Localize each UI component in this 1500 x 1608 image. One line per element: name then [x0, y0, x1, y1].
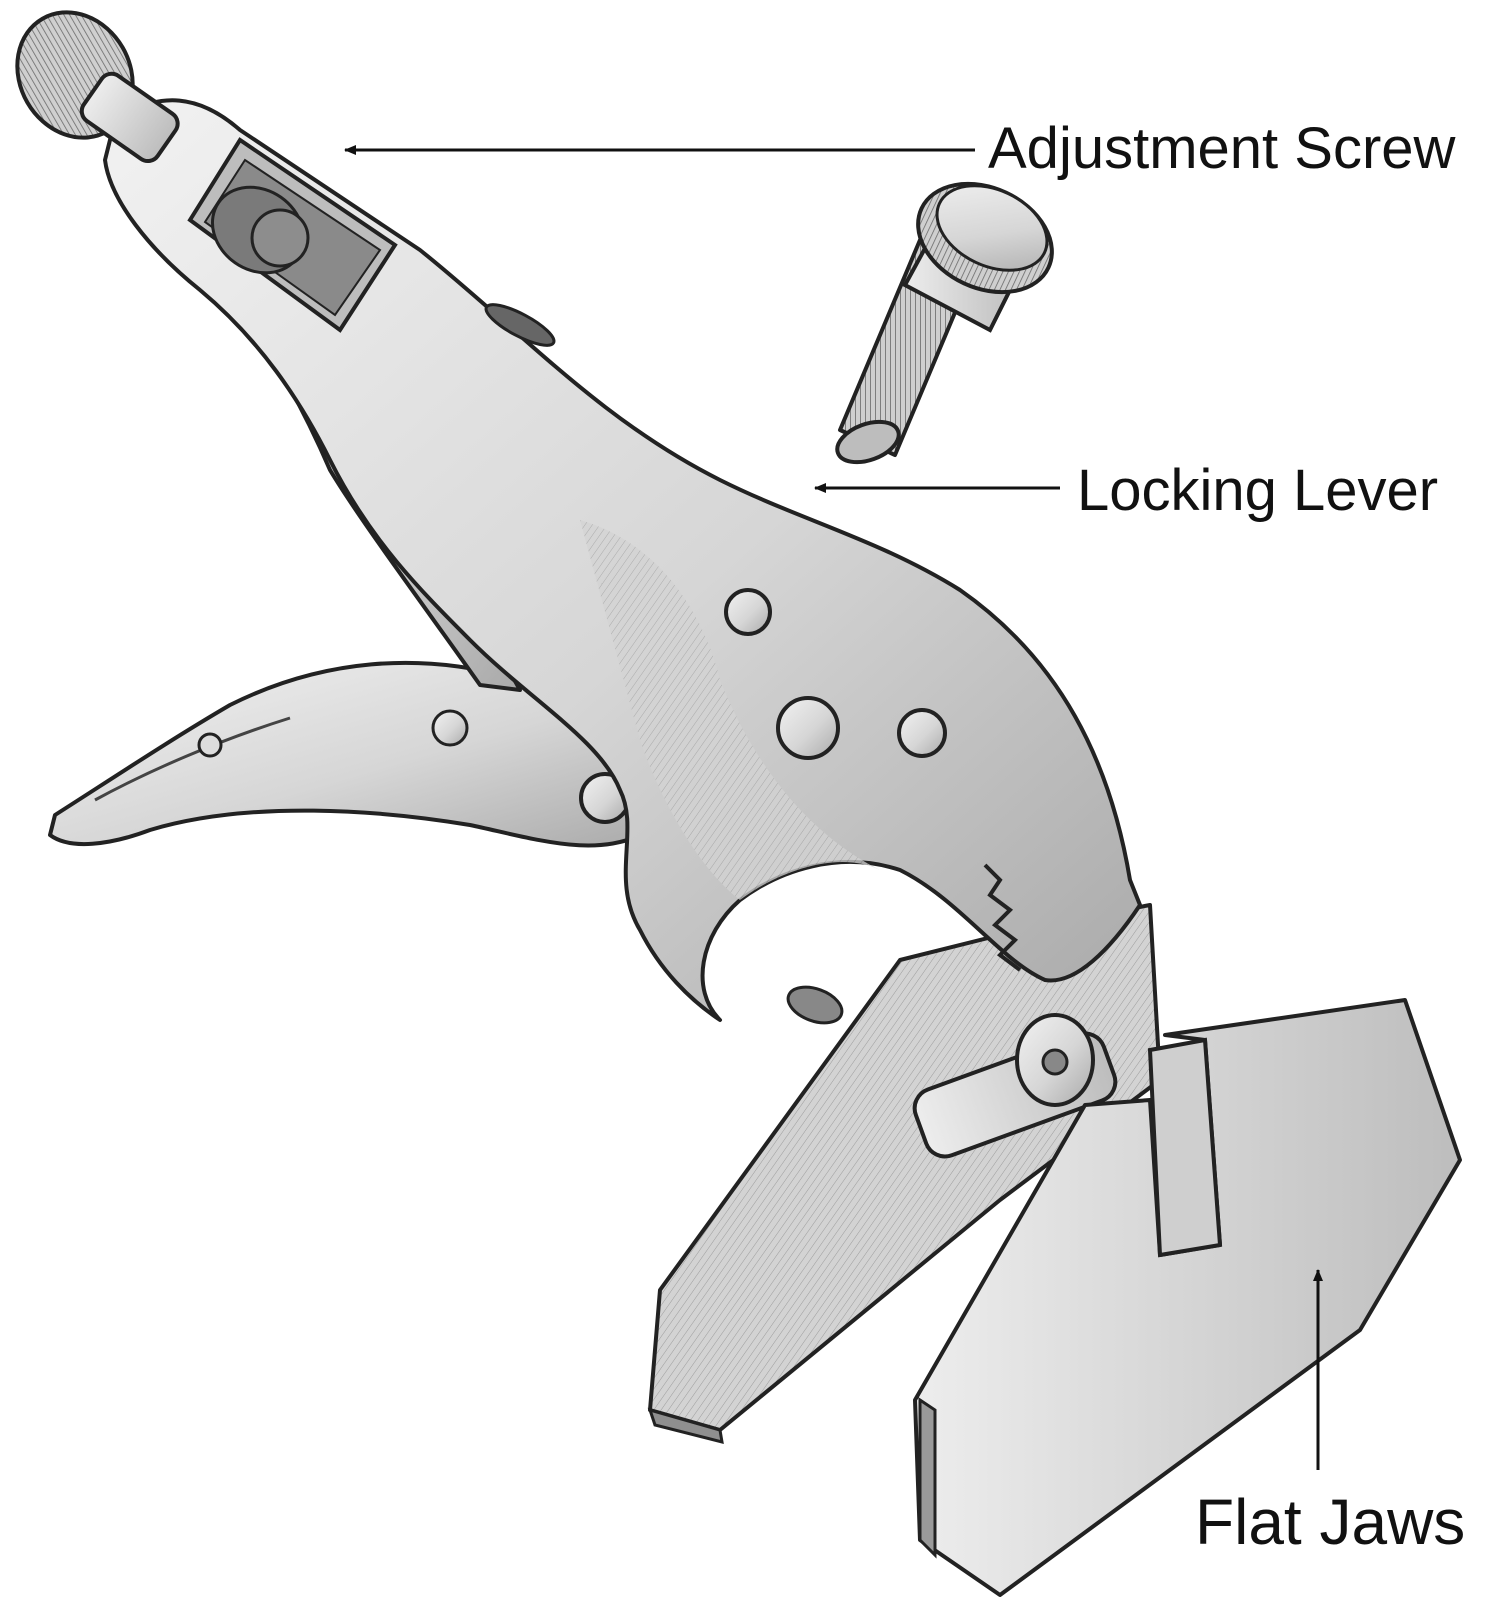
adjustment-screw-loose — [835, 181, 1054, 465]
label-locking-lever: Locking Lever — [1077, 458, 1439, 523]
right-flat-jaw — [913, 998, 1462, 1597]
adjustment-screw-installed — [15, 10, 310, 275]
label-flat-jaws: Flat Jaws — [1195, 1486, 1466, 1558]
label-adjustment-screw: Adjustment Screw — [988, 116, 1456, 181]
leader-arrows — [344, 145, 1323, 1470]
